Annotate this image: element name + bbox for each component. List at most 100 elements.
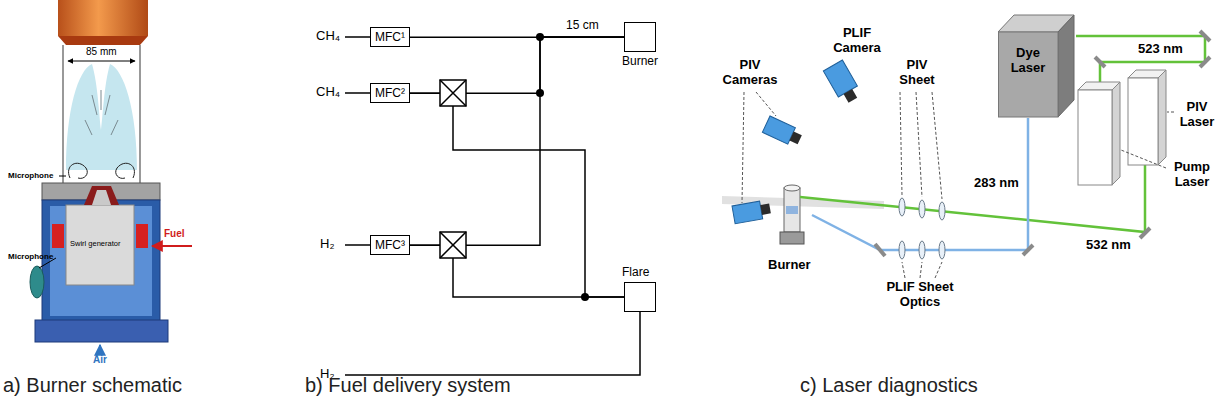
- box-side: [1112, 82, 1120, 185]
- quartz-wall: [62, 45, 64, 184]
- gas-label: H₂: [320, 237, 334, 252]
- mass-flow-controller: MFC²: [370, 83, 410, 103]
- fuel-plenum: [52, 224, 64, 248]
- node-text: MFC²: [375, 86, 405, 100]
- lens: [939, 202, 945, 220]
- valve-box: [440, 232, 466, 258]
- camera-lens: [760, 204, 771, 215]
- valve-box: [440, 80, 466, 106]
- mirror: [875, 244, 885, 256]
- dimension: 15 cm: [566, 19, 599, 33]
- flare-box: Flare: [624, 282, 656, 312]
- fuel-arrow: [152, 245, 192, 247]
- camera-lens: [844, 89, 858, 103]
- plenum-inner: [50, 206, 152, 316]
- inlet-label: Fuel: [164, 228, 185, 240]
- mirrors: [875, 31, 1210, 256]
- pump-laser-box: [1078, 82, 1120, 185]
- box-side: [1158, 70, 1166, 165]
- junction-dot: [536, 33, 544, 41]
- part-label: Microphone: [8, 252, 53, 261]
- burner-stand: [780, 232, 804, 244]
- air-arrow: [99, 345, 101, 353]
- nozzle-center: [92, 190, 111, 205]
- laser-beam-283: [812, 118, 1028, 250]
- leader-line: [1167, 112, 1174, 113]
- lens: [919, 241, 925, 259]
- supply-wires: [345, 37, 640, 375]
- burner-body: [784, 188, 800, 232]
- swirl-nozzle: [84, 186, 119, 205]
- gas-label: CH₄: [316, 29, 340, 44]
- box-front: [1078, 90, 1112, 185]
- dimension-arrow: [68, 61, 135, 62]
- mass-flow-controller: MFC¹: [370, 27, 410, 47]
- box-front: [999, 32, 1059, 117]
- flame: [66, 64, 137, 170]
- valve-symbol: [440, 80, 466, 106]
- junction-dot: [581, 293, 589, 301]
- recirculation-loop: [116, 163, 135, 178]
- leader-line: [920, 262, 922, 278]
- part-label: PLIF Sheet Optics: [878, 280, 962, 310]
- part-label: Microphone: [8, 171, 53, 180]
- burner-base: [35, 320, 168, 342]
- panel-caption: b) Fuel delivery system: [305, 374, 511, 397]
- piv-laser-box: [1128, 70, 1166, 165]
- mirror: [1140, 228, 1150, 238]
- leader-line: [900, 92, 902, 195]
- valve-symbol: [440, 232, 466, 258]
- panel-caption: a) Burner schematic: [3, 374, 182, 397]
- camera-body: [732, 201, 763, 224]
- junction-dot: [536, 89, 544, 97]
- fuel-plenum: [136, 224, 148, 248]
- node-text: MFC¹: [375, 30, 405, 44]
- part-label: Swirl generator: [70, 240, 120, 249]
- node-text: Burner: [622, 55, 658, 69]
- microphone-symbol: [30, 266, 44, 298]
- leader-line: [902, 262, 905, 278]
- part-label: PIV Sheet: [894, 58, 940, 88]
- plif-camera: [823, 60, 862, 106]
- pipe-line: [410, 93, 624, 297]
- mirror: [1200, 31, 1210, 41]
- leader-line: [932, 92, 942, 199]
- part-label: PIV Cameras: [718, 58, 782, 88]
- plif-sheet-optics: [899, 241, 945, 259]
- exhaust-chimney: [58, 0, 148, 36]
- leader-line: [742, 92, 744, 203]
- box-side: [1058, 15, 1074, 117]
- leader-line: [916, 92, 922, 197]
- valve-cross: [440, 232, 466, 258]
- wavelength-label: 523 nm: [1138, 42, 1183, 57]
- panel-caption: c) Laser diagnostics: [800, 374, 978, 397]
- burner-box: Burner: [624, 22, 656, 52]
- mass-flow-controller: MFC³: [370, 235, 410, 255]
- camera-lens: [789, 131, 801, 144]
- wavelength-label: 532 nm: [1086, 238, 1131, 253]
- mirror: [1200, 57, 1210, 67]
- supply-line: [345, 36, 370, 38]
- wavelength-label: 283 nm: [974, 176, 1019, 191]
- leader-line: [756, 92, 776, 116]
- chimney-flange: [58, 36, 148, 45]
- leader-line: [1121, 150, 1166, 168]
- part-label: Burner: [768, 258, 811, 273]
- burner-window: [786, 206, 798, 214]
- node-text: Dye Laser: [1000, 46, 1056, 76]
- leader-lines: [742, 92, 1174, 278]
- pipe-line: [410, 37, 624, 245]
- burner-illustration: [30, 0, 192, 353]
- dimension: 85 mm: [86, 46, 117, 58]
- piv-camera: [732, 200, 772, 224]
- burner-top: [784, 185, 800, 191]
- swirl-generator: [66, 205, 134, 285]
- part-label: PIV Laser: [1175, 100, 1219, 130]
- supply-line: [345, 244, 370, 246]
- box-front: [1128, 78, 1158, 165]
- lens: [899, 241, 905, 259]
- lens: [919, 200, 925, 218]
- valve-cross: [440, 80, 466, 106]
